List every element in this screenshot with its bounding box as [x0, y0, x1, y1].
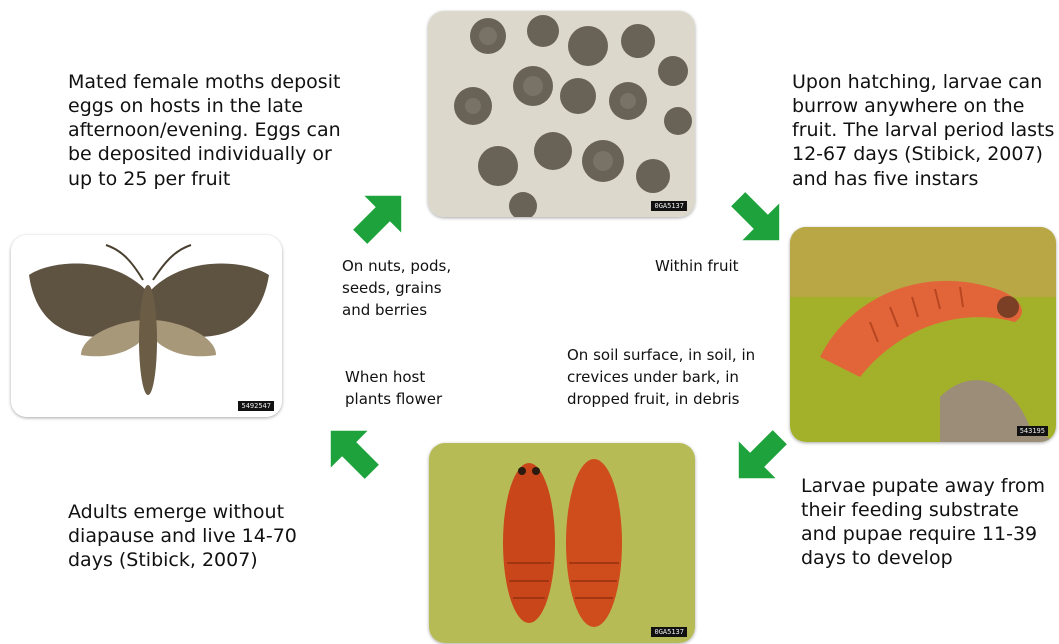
label-egg-to-larva: Within fruit [655, 256, 739, 278]
eggs-description: Mated female moths deposit eggs on hosts… [68, 70, 341, 191]
pupae-photo: 0GA5137 [429, 443, 695, 643]
larva-photo: 543195 [790, 227, 1056, 442]
adult-photo-id: 5492547 [238, 401, 274, 411]
label-adult-to-egg: On nuts, pods, seeds, grains and berries [342, 256, 451, 321]
adults-description: Adults emerge without diapause and live … [68, 500, 297, 572]
thick-green-arrow-icon [720, 181, 798, 259]
thick-green-arrow-icon [312, 412, 390, 490]
eggs-photo: 0GA5137 [428, 11, 695, 217]
label-pupa-to-adult: When host plants flower [345, 367, 442, 411]
label-larva-to-pupa: On soil surface, in soil, in crevices un… [567, 345, 755, 410]
arrow-adult-to-egg [335, 172, 426, 263]
thick-green-arrow-icon [342, 177, 420, 255]
arrow-pupa-to-adult [307, 407, 398, 498]
eggs-photo-id: 0GA5137 [651, 201, 687, 211]
thick-green-arrow-icon [720, 419, 798, 497]
pupae-description: Larvae pupate away from their feeding su… [801, 474, 1045, 571]
adult-moth-photo: 5492547 [11, 235, 282, 417]
pupae-photo-id: 0GA5137 [651, 627, 687, 637]
larva-photo-id: 543195 [1017, 426, 1048, 436]
larvae-description: Upon hatching, larvae can burrow anywher… [792, 70, 1054, 191]
